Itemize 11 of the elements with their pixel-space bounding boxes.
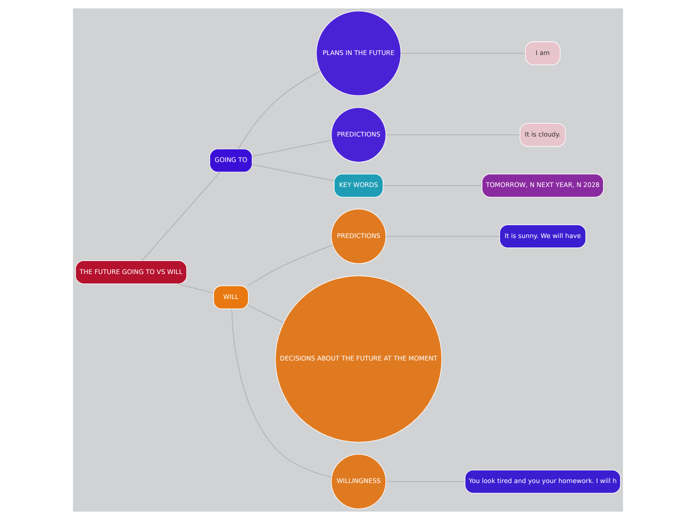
connector — [248, 305, 284, 323]
connector — [400, 52, 526, 54]
connector — [248, 244, 333, 286]
connector — [238, 70, 320, 150]
connector — [386, 134, 520, 136]
connector — [142, 172, 220, 261]
connector — [252, 140, 332, 157]
connector — [176, 284, 214, 294]
connector — [386, 236, 500, 237]
connector — [252, 164, 334, 182]
connector — [231, 308, 332, 478]
